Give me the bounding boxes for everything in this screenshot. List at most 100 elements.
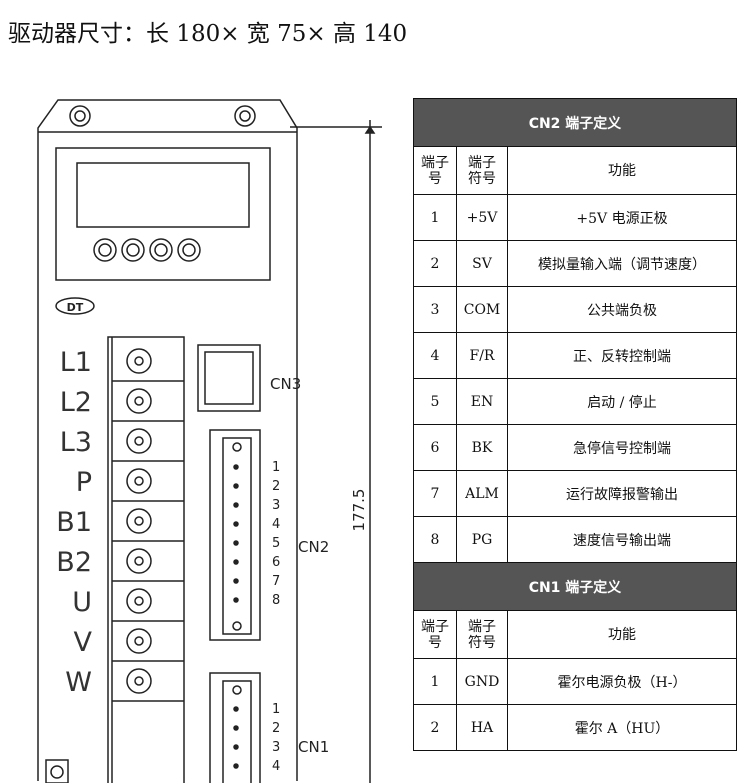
power-terminal-label: L1 [60,347,92,378]
cell-symbol: ALM [456,470,508,517]
mounting-hole-left [69,105,91,127]
col-terminal-symbol: 端子符号 [456,610,508,659]
table-row: 1+5V+5V 电源正极 [413,194,737,241]
cell-function: 正、反转控制端 [507,332,737,379]
power-terminal-label: P [76,467,92,498]
power-terminal-label: L2 [60,387,92,418]
power-terminal-label: L3 [60,427,92,458]
cell-no: 2 [413,704,457,751]
pin-number: 2 [272,721,280,736]
power-terminal-label: W [65,667,92,698]
pin-number: 4 [272,517,280,532]
pin-number: 5 [272,536,280,551]
power-terminal [112,628,184,662]
cell-symbol: EN [456,378,508,425]
pin-number: 6 [272,555,280,570]
power-terminal-label: U [72,587,92,618]
pin-number: 8 [272,593,280,608]
power-terminal [112,668,184,702]
col-terminal-symbol: 端子符号 [456,146,508,195]
cell-symbol: GND [456,658,508,705]
cn2-label: CN2 [298,538,329,556]
cell-function: 霍尔电源负极（H-） [507,658,737,705]
page-title: 驱动器尺寸：长 180× 宽 75× 高 140 [8,21,408,47]
top-mounting-bracket [37,99,298,781]
power-terminal [112,428,184,462]
power-terminal [112,388,184,422]
power-terminal-block [107,336,185,783]
keypad-buttons [93,238,201,262]
cell-function: 公共端负极 [507,286,737,333]
col-terminal-no: 端子号 [413,146,457,195]
connector-pin [233,725,239,731]
cell-no: 5 [413,378,457,425]
pin-number: 7 [272,574,280,589]
cell-no: 3 [413,286,457,333]
cell-symbol: SV [456,240,508,287]
connector-pin [233,521,239,527]
logo-text: DT [67,301,84,314]
pin-number: 3 [272,740,280,755]
cell-function: 运行故障报警输出 [507,470,737,517]
cell-symbol: F/R [456,332,508,379]
power-terminal-label: V [74,627,93,658]
cell-no: 2 [413,240,457,287]
col-terminal-no: 端子号 [413,610,457,659]
display-panel [55,147,271,281]
cell-symbol: PG [456,516,508,563]
height-dimension-line [290,120,382,783]
ground-screw [45,759,69,783]
cn2-table-title: CN2 端子定义 [413,98,737,147]
cn2-connector [209,429,261,641]
cell-function: 霍尔 A（HU） [507,704,737,751]
cell-function: 启动 / 停止 [507,378,737,425]
cell-function: 速度信号输出端 [507,516,737,563]
cell-symbol: HA [456,704,508,751]
display-screen [76,162,250,228]
connector-pin [233,578,239,584]
mounting-hole-right [234,105,256,127]
col-function: 功能 [507,610,737,659]
connector-pin [233,540,239,546]
pin-number: 4 [272,759,280,774]
connector-pin [233,483,239,489]
cn1-connector [209,672,261,783]
height-dimension-value: 177.5 [350,489,368,532]
cell-symbol: BK [456,424,508,471]
cell-function: 急停信号控制端 [507,424,737,471]
power-terminal [112,468,184,502]
connector-pin [233,763,239,769]
cell-function: +5V 电源正极 [507,194,737,241]
cell-no: 4 [413,332,457,379]
logo-mark [55,297,95,315]
connector-pin [233,706,239,712]
cell-no: 7 [413,470,457,517]
cn1-label: CN1 [298,738,329,756]
connector-pin [233,597,239,603]
cell-no: 1 [413,194,457,241]
pin-number: 1 [272,460,280,475]
pin-number: 3 [272,498,280,513]
cn3-label: CN3 [270,375,301,393]
power-terminal [112,508,184,542]
cell-symbol: COM [456,286,508,333]
power-terminal-label: B1 [56,507,92,538]
cell-no: 8 [413,516,457,563]
connector-pin [233,559,239,565]
pin-number: 1 [272,702,280,717]
pin-number: 2 [272,479,280,494]
cell-no: 1 [413,658,457,705]
cn3-port [197,344,261,412]
col-function: 功能 [507,146,737,195]
power-terminal [112,548,184,582]
power-terminal [112,348,184,382]
cell-function: 模拟量输入端（调节速度） [507,240,737,287]
